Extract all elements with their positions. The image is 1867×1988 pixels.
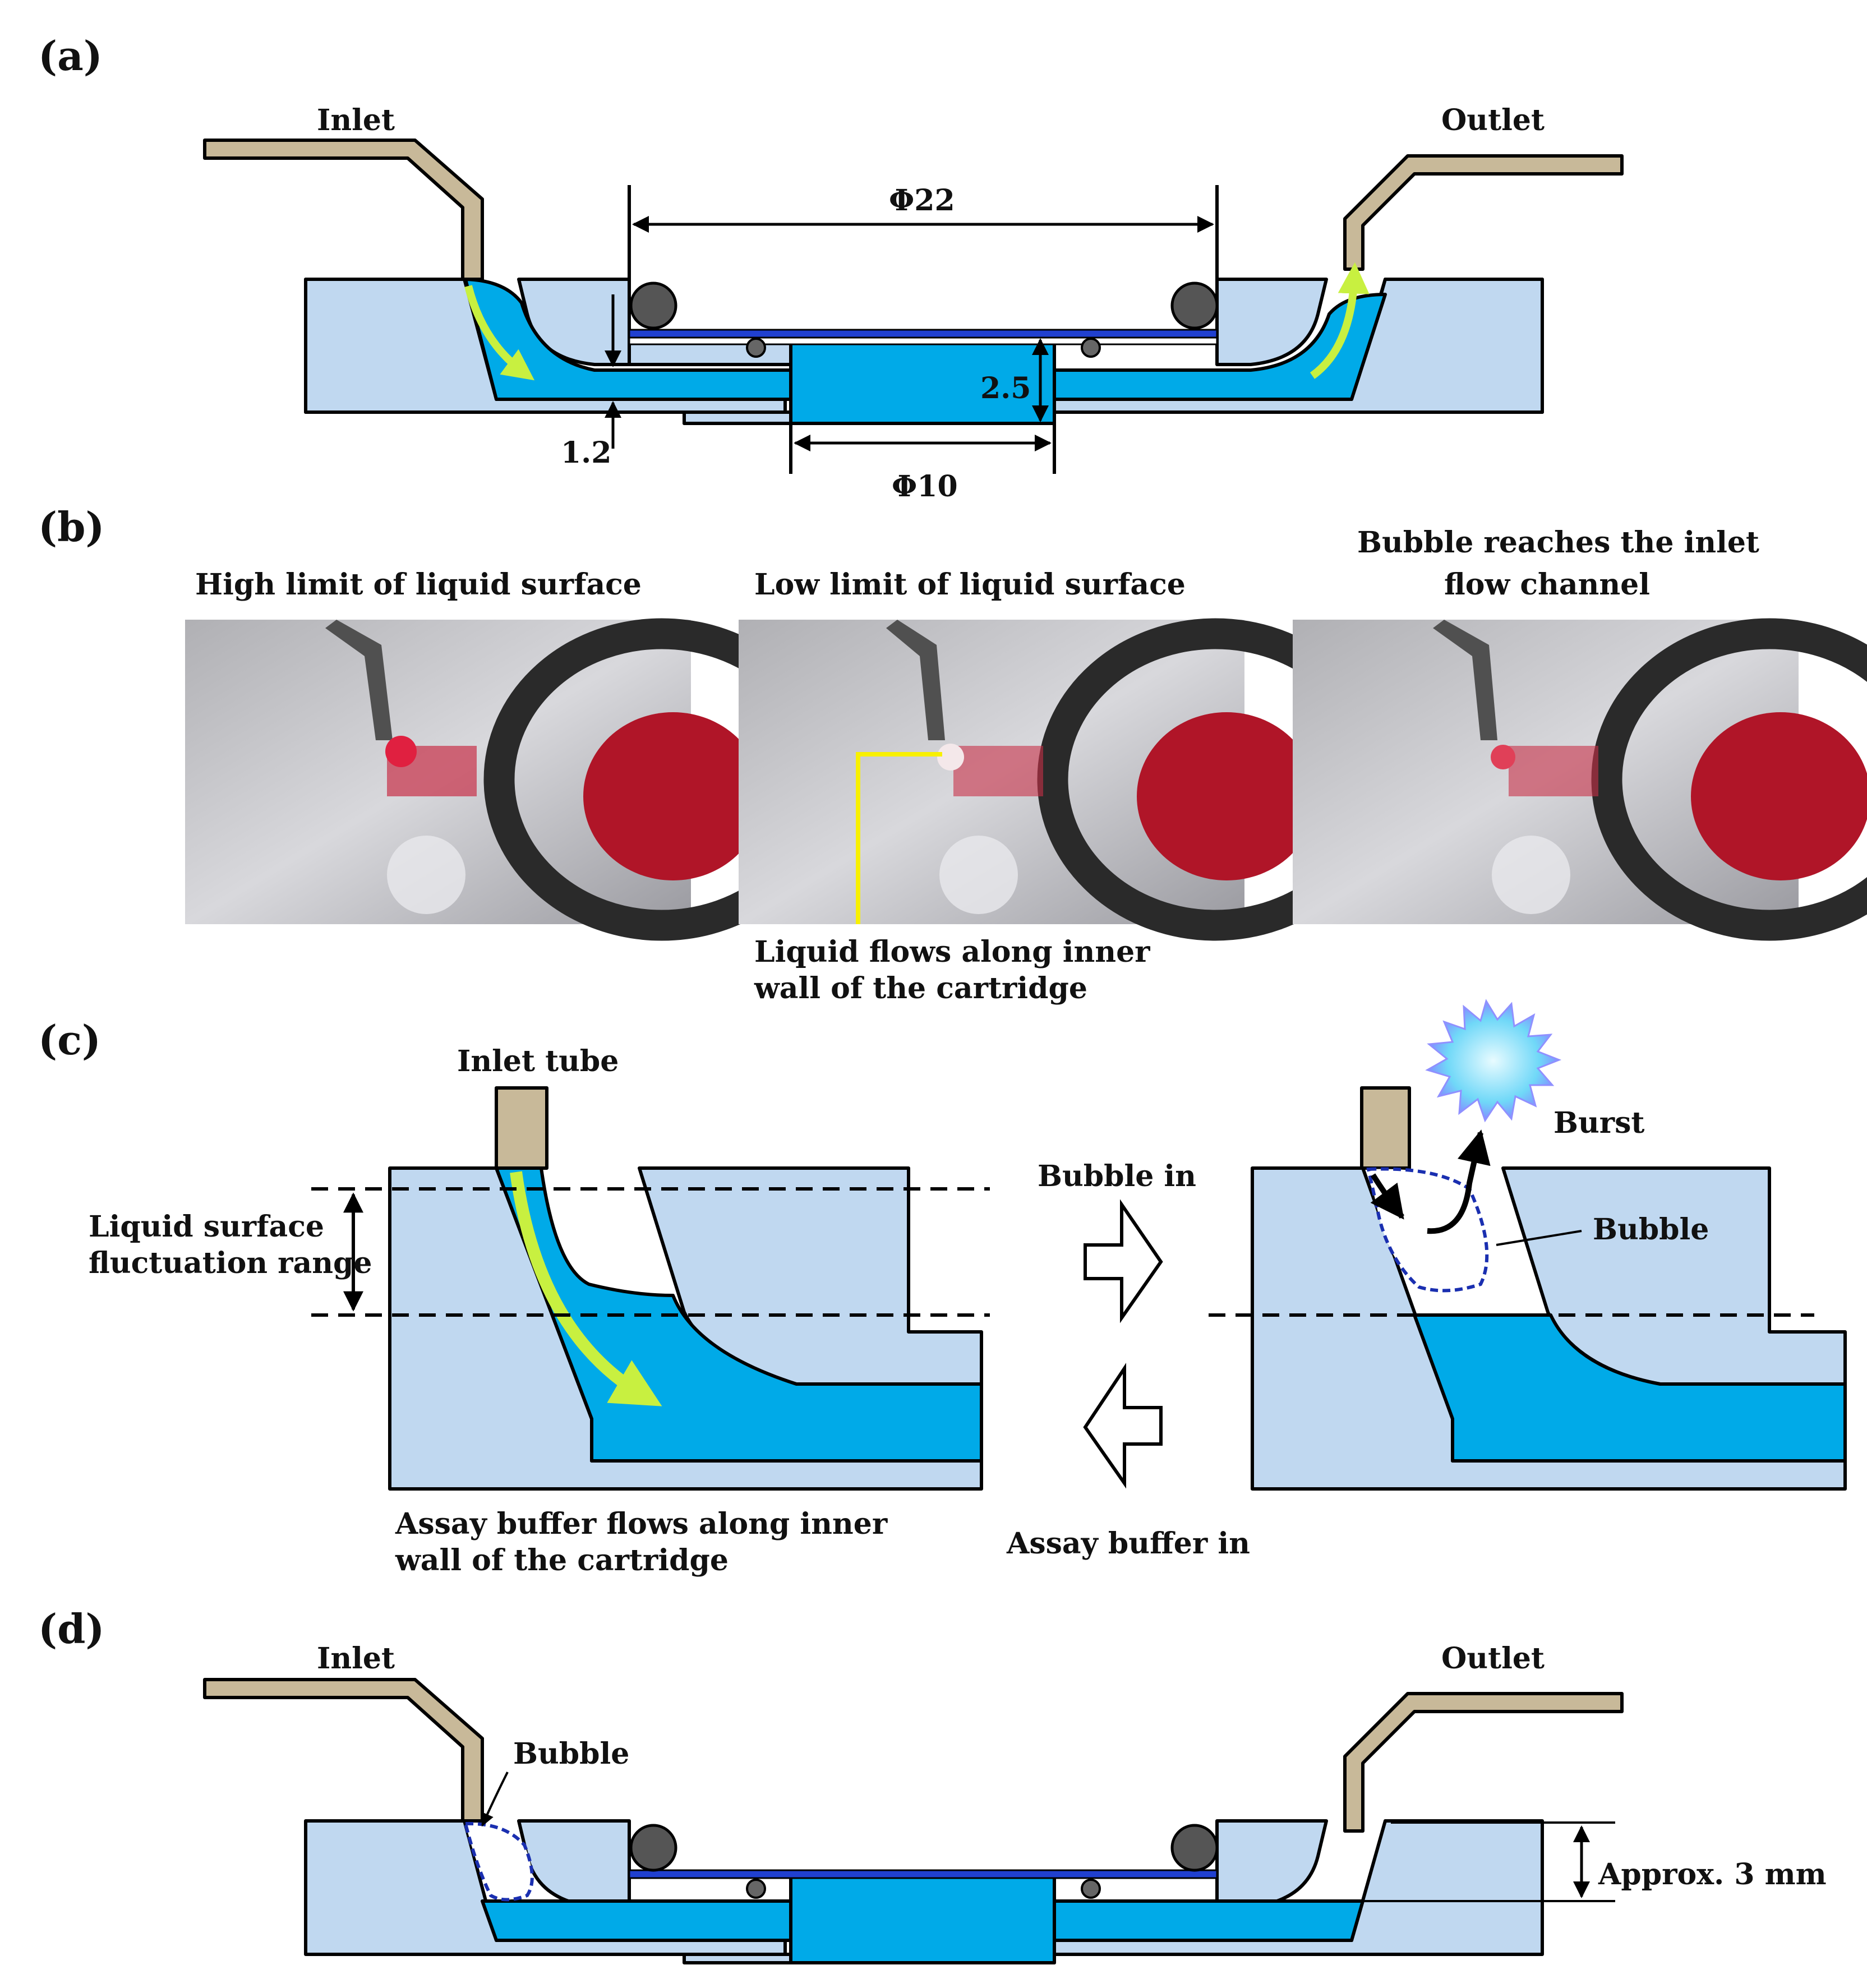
bubble-leader-d bbox=[481, 1772, 509, 1827]
inlet-tube-a bbox=[203, 139, 484, 281]
approx-label: Approx. 3 mm bbox=[1598, 1857, 1827, 1892]
photo2-title: Low limit of liquid surface bbox=[754, 568, 1186, 602]
o-ring-small-left-d bbox=[746, 1879, 766, 1899]
burst-label: Burst bbox=[1553, 1106, 1644, 1140]
o-ring-large-left-a bbox=[629, 282, 677, 330]
liquid-c-right bbox=[1413, 1313, 1847, 1463]
panel-a-label: (a) bbox=[38, 32, 103, 80]
liquid-flow-pointer bbox=[856, 752, 942, 924]
photo-caption-line1: Liquid flows along inner bbox=[754, 935, 1150, 969]
bubble-outline-d bbox=[463, 1821, 534, 1902]
cross-section-high bbox=[311, 1086, 990, 1491]
outlet-label-a: Outlet bbox=[1441, 103, 1545, 137]
liquid-right-channel-a bbox=[1053, 293, 1387, 401]
bubble-leader-c bbox=[1496, 1230, 1582, 1246]
photo-caption-line2: wall of the cartridge bbox=[754, 971, 1087, 1005]
panel-a: (a) Inlet Outlet Φ22 bbox=[38, 32, 1624, 504]
cartridge-left-cup-d bbox=[517, 1819, 631, 1908]
liquid-left-channel-a bbox=[464, 278, 792, 401]
glass-a bbox=[628, 336, 1218, 345]
outlet-label-d: Outlet bbox=[1441, 1641, 1545, 1676]
inlet-tube-d bbox=[203, 1678, 484, 1823]
membrane-a bbox=[628, 329, 1218, 339]
panel-d-label: (d) bbox=[38, 1605, 104, 1653]
outflow-arrow-a bbox=[1310, 262, 1370, 379]
photo3-title-line2: flow channel bbox=[1444, 568, 1650, 602]
photo-low-limit bbox=[739, 618, 1394, 941]
o-ring-large-left-d bbox=[629, 1824, 677, 1872]
inlet-tube-c bbox=[495, 1086, 548, 1170]
panel-b-label: (b) bbox=[38, 503, 104, 551]
dim-1-2-label: 1.2 bbox=[561, 436, 611, 470]
bubble-motion-arrow-down bbox=[1370, 1173, 1405, 1220]
panel-d: (d) Inlet Outlet Bubble Approx. 3 mm bbox=[38, 1605, 1827, 1964]
o-ring-small-right-d bbox=[1081, 1879, 1101, 1899]
inlet-tube-c2 bbox=[1360, 1086, 1411, 1170]
panel-c: (c) Inlet tube Liquid surface fluctuatio… bbox=[38, 999, 1847, 1578]
liquid-center-well-d bbox=[789, 1874, 1056, 1964]
bubble-in-label: Bubble in bbox=[1038, 1159, 1196, 1193]
outlet-tube-a bbox=[1343, 154, 1624, 271]
bubble-in-arrow bbox=[1084, 1199, 1163, 1323]
bubble-label-d: Bubble bbox=[513, 1737, 629, 1771]
panel-b: (b) High limit of liquid surface Low lim… bbox=[38, 503, 1867, 1005]
assay-buffer-in-label: Assay buffer in bbox=[1006, 1526, 1250, 1561]
o-ring-large-right-a bbox=[1170, 282, 1219, 330]
inlet-tube-label: Inlet tube bbox=[457, 1044, 619, 1078]
range-label-line2: fluctuation range bbox=[89, 1246, 372, 1280]
dim-2-5-label: 2.5 bbox=[980, 371, 1031, 405]
cross-section-bubble bbox=[1209, 999, 1847, 1491]
o-ring-small-right-a bbox=[1081, 338, 1101, 358]
phi22-label: Φ22 bbox=[889, 183, 955, 218]
cartridge-right-cup-a bbox=[1215, 278, 1328, 366]
photo-bubble-reaches-inlet bbox=[1293, 618, 1867, 941]
liquid-left-channel-d bbox=[481, 1899, 792, 1942]
inflow-arrow-a bbox=[464, 285, 535, 381]
phi10-label: Φ10 bbox=[892, 469, 958, 504]
membrane-d bbox=[628, 1869, 1218, 1879]
inlet-label-a: Inlet bbox=[317, 103, 395, 137]
bubble-label-c: Bubble bbox=[1593, 1212, 1709, 1247]
panel-c-label: (c) bbox=[38, 1016, 101, 1064]
bubble-motion-arrow-up bbox=[1427, 1129, 1491, 1234]
photo3-title-line1: Bubble reaches the inlet bbox=[1357, 525, 1759, 560]
inlet-label-d: Inlet bbox=[317, 1641, 395, 1676]
buffer-caption-line1: Assay buffer flows along inner bbox=[395, 1507, 888, 1541]
assay-buffer-in-arrow bbox=[1083, 1363, 1163, 1489]
photo1-title: High limit of liquid surface bbox=[195, 568, 642, 602]
photo-high-limit bbox=[185, 618, 840, 941]
buffer-caption-line2: wall of the cartridge bbox=[395, 1543, 729, 1578]
inflow-arrow-c bbox=[510, 1171, 662, 1406]
liquid-right-channel-d bbox=[1053, 1899, 1364, 1942]
cartridge-right-cup-d bbox=[1215, 1819, 1328, 1908]
range-label-line1: Liquid surface bbox=[89, 1210, 324, 1244]
burst-icon bbox=[1425, 999, 1562, 1123]
o-ring-large-right-d bbox=[1170, 1824, 1219, 1872]
o-ring-small-left-a bbox=[746, 338, 766, 358]
outlet-tube-d bbox=[1343, 1692, 1624, 1833]
